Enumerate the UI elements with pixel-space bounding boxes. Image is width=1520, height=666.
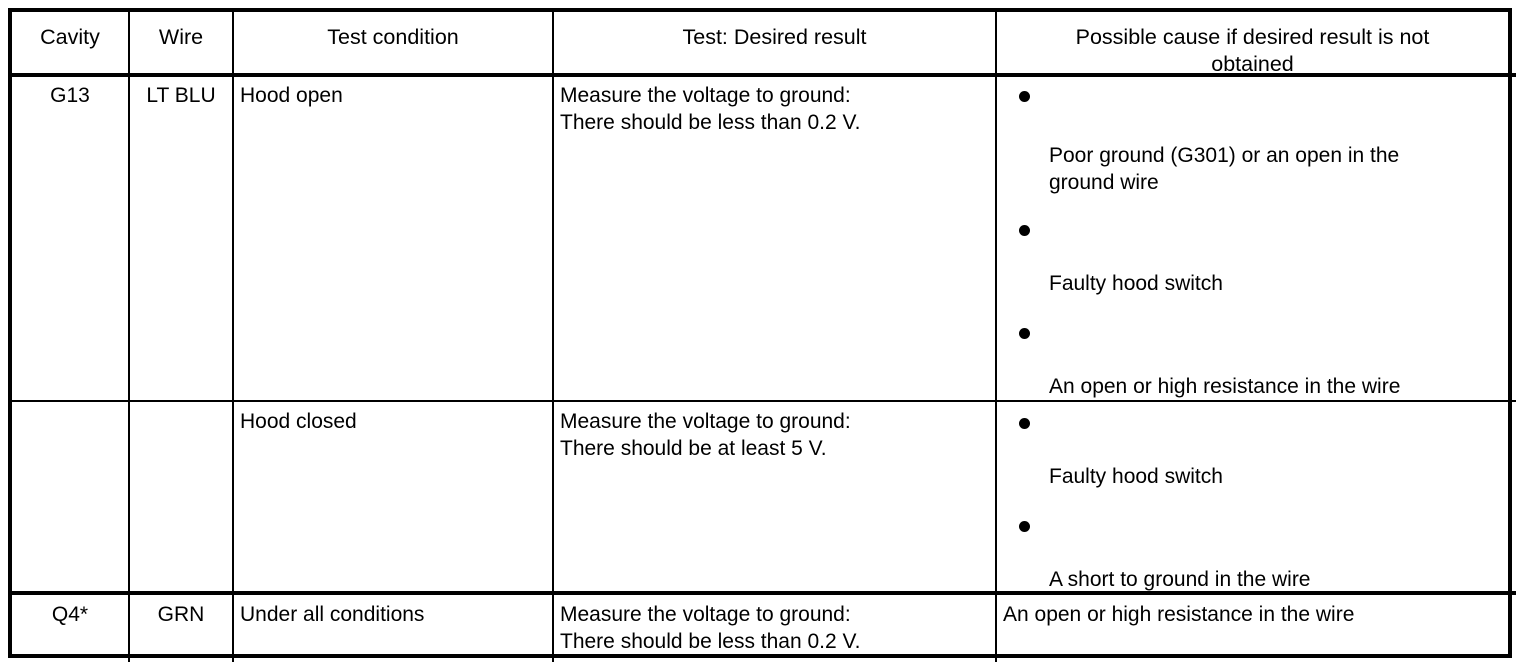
row-rule-header-bottom — [12, 73, 1516, 77]
row-2-desired-result-line2: There should be at least 5 V. — [560, 437, 827, 460]
row-1-value-test-condition: Hood open — [240, 84, 343, 107]
row-1-desired-result-line1: Measure the voltage to ground: — [560, 84, 851, 107]
header-label-wire: Wire — [158, 25, 204, 49]
row-3-value-wire: GRN — [157, 603, 205, 626]
bullet-icon — [1019, 225, 1030, 236]
row-1-cause-item-1-line2: ground wire — [1049, 171, 1159, 194]
bullet-icon — [1019, 521, 1030, 532]
row-1-cause-item-3: An open or high resistance in the wire — [1049, 373, 1520, 400]
bullet-icon — [1019, 418, 1030, 429]
row-3-desired-result-line1: Measure the voltage to ground: — [560, 603, 851, 626]
row-3-cell-possible-cause: An open or high resistance in the wire — [997, 601, 1508, 628]
column-rule-test-cause — [995, 12, 997, 662]
row-3-cell-wire: GRN — [130, 601, 232, 628]
header-label-desired-result: Test: Desired result — [682, 25, 867, 49]
row-2-cause-item-1-line1: Faulty hood switch — [1049, 465, 1223, 488]
header-cell-desired-result: Test: Desired result — [554, 24, 995, 51]
header-cell-cavity: Cavity — [12, 24, 128, 51]
bullet-icon — [1019, 328, 1030, 339]
row-2-cell-possible-cause: Faulty hood switch A short to ground in … — [997, 402, 1508, 591]
header-label-test-condition: Test condition — [327, 25, 459, 49]
row-1-cause-item-2-line1: Faulty hood switch — [1049, 272, 1223, 295]
row-3-cell-test-condition: Under all conditions — [234, 601, 552, 628]
column-rule-wire-cond — [232, 12, 234, 662]
row-1-cell-test-condition: Hood open — [234, 82, 552, 109]
row-1-value-cavity: G13 — [50, 84, 90, 107]
header-label-cavity: Cavity — [40, 25, 100, 49]
row-2-cell-test-condition: Hood closed — [234, 408, 552, 435]
row-2-value-test-condition: Hood closed — [240, 410, 357, 433]
row-1-cause-item-2: Faulty hood switch — [1049, 270, 1499, 297]
row-rule-row2-row3 — [12, 591, 1516, 595]
header-cell-test-condition: Test condition — [234, 24, 552, 51]
row-2-cause-item-2-line1: A short to ground in the wire — [1049, 568, 1311, 591]
row-2-cell-desired-result: Measure the voltage to ground: There sho… — [554, 408, 995, 462]
header-cell-possible-cause: Possible cause if desired result is not … — [997, 24, 1508, 78]
row-1-cell-cavity: G13 — [12, 82, 128, 109]
row-3-cell-cavity: Q4* — [12, 601, 128, 628]
row-rule-row1-row2 — [12, 400, 1516, 402]
row-3-value-cavity: Q4* — [51, 603, 89, 626]
row-2-cause-item-1: Faulty hood switch — [1049, 463, 1499, 490]
row-3-value-test-condition: Under all conditions — [240, 603, 425, 626]
row-1-cell-desired-result: Measure the voltage to ground: There sho… — [554, 82, 995, 136]
row-1-cause-item-1: Poor ground (G301) or an open in the gro… — [1049, 142, 1499, 196]
column-rule-cavity-wire — [128, 12, 130, 662]
row-1-cell-wire: LT BLU — [130, 82, 232, 109]
row-3-cause-item-1-line1: An open or high resistance in the wire — [1003, 603, 1355, 626]
column-rule-cond-test — [552, 12, 554, 662]
row-3-desired-result-line2: There should be less than 0.2 V. — [560, 630, 861, 653]
row-2-cause-item-2: A short to ground in the wire — [1049, 566, 1499, 593]
row-1-value-wire: LT BLU — [146, 84, 216, 107]
row-1-cell-possible-cause: Poor ground (G301) or an open in the gro… — [997, 74, 1508, 400]
row-1-cause-item-1-line1: Poor ground (G301) or an open in the — [1049, 144, 1400, 167]
header-cell-wire: Wire — [130, 24, 232, 51]
row-1-desired-result-line2: There should be less than 0.2 V. — [560, 111, 861, 134]
row-2-desired-result-line1: Measure the voltage to ground: — [560, 410, 851, 433]
bullet-icon — [1019, 91, 1030, 102]
row-1-cause-item-3-line1: An open or high resistance in the wire — [1049, 375, 1401, 398]
header-label-possible-cause-line1: Possible cause if desired result is not — [1075, 25, 1430, 49]
row-3-cell-desired-result: Measure the voltage to ground: There sho… — [554, 601, 995, 655]
header-label-possible-cause-line2: obtained — [1211, 52, 1294, 76]
troubleshooting-table: Cavity Wire Test condition Test: Desired… — [8, 8, 1516, 662]
